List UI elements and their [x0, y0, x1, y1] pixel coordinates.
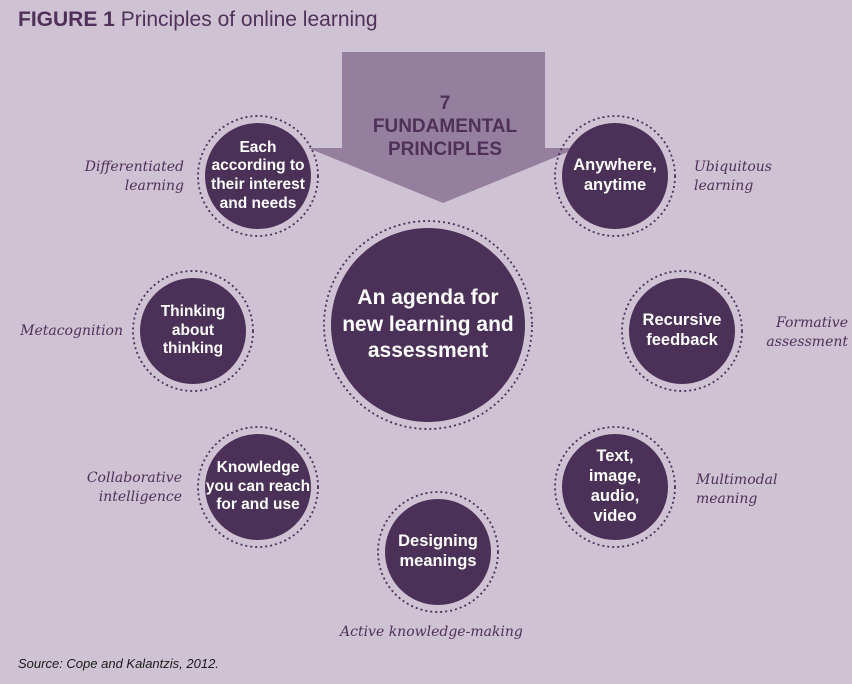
principle-label-knowledge: Knowledge you can reach for and use [205, 459, 311, 514]
desc-metacognition: Metacognition [20, 323, 123, 339]
principle-circle-shape [554, 426, 676, 548]
principle-circle-shape [132, 270, 254, 392]
figure-title: Principles of online learning [120, 8, 378, 31]
principle-label-anywhere: Anywhere, anytime [573, 156, 657, 194]
figure-heading: FIGURE 1 Principles of online learning [18, 8, 378, 32]
principle-circle-shape [197, 426, 319, 548]
arrow-label: 7 FUNDAMENTAL PRINCIPLES [372, 93, 518, 160]
center-label: An agenda for new learning and assessmen… [342, 286, 514, 363]
center-circle-shape [323, 220, 533, 430]
down-arrow-shape [308, 52, 578, 203]
principle-label-interest: Each according to their interest and nee… [211, 138, 305, 212]
principle-circle-shape [377, 491, 499, 613]
principle-label-thinking: Thinking about thinking [160, 303, 226, 358]
desc-formative-assessment: Formative assessment [766, 315, 848, 350]
desc-active-knowledge-making: Active knowledge-making [340, 624, 523, 640]
figure-label: FIGURE 1 [18, 8, 115, 31]
desc-ubiquitous-learning: Ubiquitous learning [694, 159, 772, 194]
principle-label-multimodal: Text, image, audio, video [588, 447, 642, 525]
principle-circle-shape [197, 115, 319, 237]
principle-circle-shape [621, 270, 743, 392]
desc-multimodal-meaning: Multimodal meaning [696, 472, 778, 507]
principle-circle-shape [554, 115, 676, 237]
source-note: Source: Cope and Kalantzis, 2012. [18, 656, 219, 671]
desc-differentiated-learning: Differentiated learning [84, 159, 184, 194]
principle-label-feedback: Recursive feedback [642, 311, 722, 349]
principle-label-designing: Designing meanings [398, 532, 478, 570]
desc-collaborative-intelligence: Collaborative intelligence [86, 470, 182, 505]
